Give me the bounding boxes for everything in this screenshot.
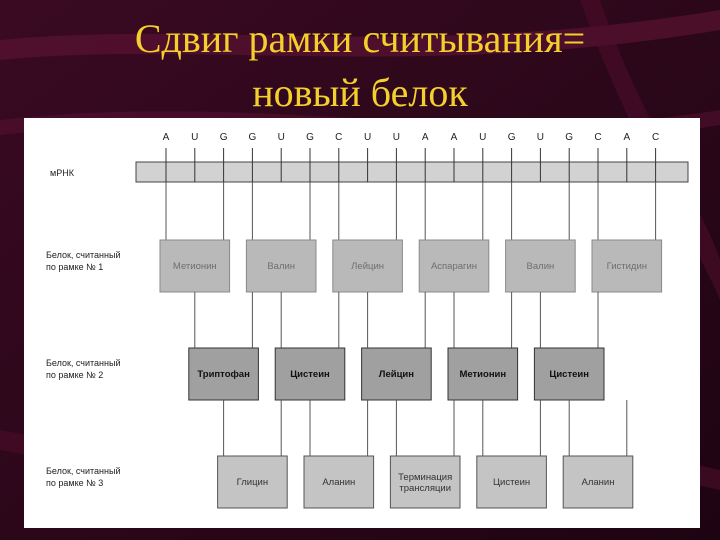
nucleotide-letter: U — [479, 132, 486, 143]
frame-label: Белок, считанный — [46, 250, 121, 260]
nucleotide-letter: G — [249, 132, 257, 143]
nucleotide-letter: A — [623, 132, 630, 143]
nucleotide-letter: U — [278, 132, 285, 143]
amino-acid-label: Лейцин — [351, 261, 384, 272]
amino-acid-label: Цистеин — [493, 477, 530, 488]
amino-acid-label: Метионин — [459, 369, 506, 380]
codon-box — [447, 347, 519, 401]
nucleotide-letter: G — [306, 132, 314, 143]
amino-acid-label: трансляции — [399, 483, 451, 494]
codon-box — [476, 455, 547, 509]
nucleotide-letter: U — [191, 132, 198, 143]
codon-box — [505, 239, 576, 293]
slide-title-line-1: Сдвиг рамки считывания= — [134, 16, 586, 61]
nucleotide-letter: A — [451, 132, 458, 143]
nucleotide-letter: C — [335, 132, 342, 143]
nucleotide-letter: U — [364, 132, 371, 143]
amino-acid-label: Метионин — [173, 261, 217, 272]
amino-acid-label: Терминация — [398, 472, 452, 483]
amino-acid-label: Валин — [267, 261, 295, 272]
amino-acid-label: Лейцин — [379, 369, 414, 380]
codon-box — [332, 239, 403, 293]
codon-box — [361, 347, 432, 401]
codon-box — [418, 239, 490, 293]
frame-label: Белок, считанный — [46, 466, 121, 476]
amino-acid-label: Аспарагин — [431, 261, 477, 272]
amino-acid-label: Аланин — [582, 477, 615, 488]
nucleotide-letter: C — [594, 132, 601, 143]
amino-acid-label: Цистеин — [290, 369, 330, 380]
nucleotide-letter: G — [565, 132, 573, 143]
nucleotide-letter: A — [422, 132, 429, 143]
mrna-strand — [135, 161, 689, 183]
frame-label: по рамке № 1 — [46, 262, 103, 272]
codon-box — [217, 455, 288, 509]
frame-label: Белок, считанный — [46, 358, 121, 368]
amino-acid-label: Цистеин — [549, 369, 589, 380]
codon-box — [303, 455, 375, 509]
nucleotide-letter: C — [652, 132, 659, 143]
frame-label: по рамке № 3 — [46, 478, 103, 488]
nucleotide-letter: G — [508, 132, 516, 143]
nucleotide-letter: G — [220, 132, 228, 143]
codon-box — [591, 239, 663, 293]
codon-box — [562, 455, 634, 509]
amino-acid-label: Глицин — [237, 477, 268, 488]
amino-acid-label: Аланин — [322, 477, 355, 488]
amino-acid-label: Гистидин — [607, 261, 647, 272]
slide-title-line-2: новый белок — [252, 70, 468, 115]
nucleotide-letter: U — [537, 132, 544, 143]
nucleotide-letter: A — [163, 132, 170, 143]
mrna-label: мРНК — [50, 168, 75, 178]
frame-label: по рамке № 2 — [46, 370, 103, 380]
amino-acid-label: Валин — [527, 261, 555, 272]
codon-box — [389, 455, 461, 509]
amino-acid-label: Триптофан — [197, 369, 250, 380]
nucleotide-letter: U — [393, 132, 400, 143]
